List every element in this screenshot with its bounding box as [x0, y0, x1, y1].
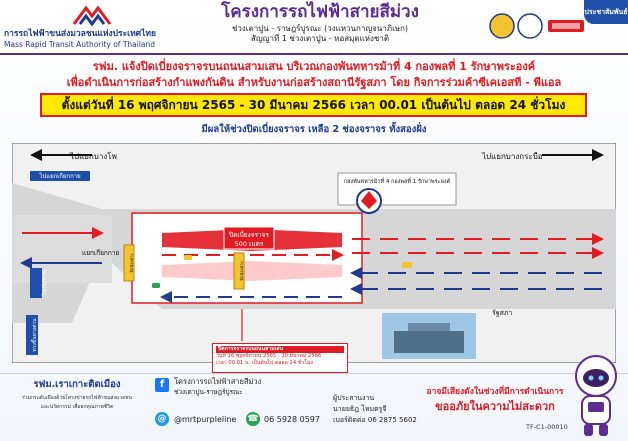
facebook-icon[interactable]: f — [155, 378, 169, 392]
closure-length: 500 เมตร — [235, 240, 264, 248]
notice-line-2: เพื่อดำเนินการก่อสร้างกำแพงกันดิน สำหรับ… — [66, 76, 562, 89]
traffic-map: ไปแยกบางโพ ไปแยกบางกระบือ ปิดเบี่ยงจราจร… — [12, 143, 616, 363]
notice-line-1: รฟม. แจ้งปิดเบี่ยงจราจรบนถนนสามเสน บริเว… — [92, 60, 536, 73]
label-road-bottom: ทางขึ้นทางด่วน — [29, 318, 38, 352]
at-icon[interactable]: @ — [155, 412, 169, 426]
callout-line-2: เวลา 00.01 น. เป็นต้นไป ตลอด 24 ชั่วโมง — [216, 359, 313, 366]
footer-divider — [0, 373, 628, 374]
noise-warning: อาจมีเสียงดังในช่วงที่มีการดำเนินการ — [426, 387, 564, 397]
label-to-bangpho: ไปแยกบางโพ — [69, 151, 117, 161]
footer-tagline-2: และนวัตกรรม เพื่อยกคุณภาพชีวิต — [40, 404, 114, 410]
pillar-label-2: ปิดช่องทาง — [239, 261, 244, 281]
social-handle[interactable]: @mrtpurpleline — [174, 415, 237, 424]
car-icon — [184, 255, 192, 260]
org-name-en: Mass Rapid Transit Authority of Thailand — [4, 40, 156, 49]
footer-slogan: รฟม.เราเกาะติดเมือง — [33, 379, 121, 390]
facebook-page-sub: ช่วงเตาปูน-ราษฎร์บูรณะ — [174, 388, 243, 396]
lane-note: มีผลให้ช่วงปิดเบี่ยงจราจร เหลือ 2 ช่องจร… — [201, 124, 427, 135]
contractor-logos — [489, 13, 584, 39]
project-subtitle-2: สัญญาที่ 1 ช่วงเตาปูน - หอสมุดแห่งชาติ — [250, 34, 390, 43]
coordinator-title: ผู้ประสานงาน — [333, 394, 375, 402]
parliament-label: รัฐสภา — [492, 309, 513, 317]
closure-callout: ปิดการจราจรบนถนนสามเสน วันที่ 16 พฤศจิกา… — [212, 343, 348, 373]
callout-line-1: วันที่ 16 พฤศจิกายน 2565 - 30 มีนาคม 256… — [216, 352, 322, 359]
mascot-icon — [575, 355, 617, 436]
car-icon — [152, 283, 160, 288]
label-road-top: ไปแยกเกียกกาย — [38, 172, 80, 180]
coordinator-phone[interactable]: เบอร์ติดต่อ 06 2875 5602 — [333, 416, 417, 424]
org-name-th: การรถไฟฟ้าขนส่งมวลชนแห่งประเทศไทย — [4, 29, 156, 39]
date-range-banner: ตั้งแต่วันที่ 16 พฤศจิกายน 2565 - 30 มีน… — [40, 93, 587, 117]
pillar-label-1: ปิดช่องทาง — [129, 253, 134, 273]
footer-tagline-1: ร่วมกระตับเมืองด้วยโครงข่ายรถไฟฟ้าขนส่งม… — [22, 395, 132, 401]
car-icon — [402, 262, 412, 268]
facebook-page-name[interactable]: โครงการรถไฟฟ้าสายสีม่วง — [174, 377, 262, 386]
callout-title: ปิดการจราจรบนถนนสามเสน — [216, 346, 344, 353]
header-divider — [0, 53, 628, 55]
phone-icon[interactable]: ☎ — [246, 412, 260, 426]
project-subtitle-1: ช่วงเตาปูน - ราษฎร์บูรณะ (วงแหวนกาญจนาภิ… — [231, 24, 409, 33]
label-road-mid: ไปเกียกกาย — [41, 270, 48, 296]
apology-text: ขออภัยในความไม่สะดวก — [435, 400, 555, 413]
closure-label: ปิดเบี่ยงจราจร — [229, 230, 270, 239]
label-intersection: แยกเกียกกาย — [82, 249, 119, 257]
label-to-bangkrabue: ไปแยกบางกระบือ — [481, 152, 543, 161]
public-relations-tag: ประชาสัมพันธ์ — [584, 0, 628, 24]
phone-number[interactable]: 06 5928 0597 — [264, 415, 320, 424]
document-code: TF-C1-00010 — [526, 423, 568, 431]
army-unit-label: กองพันทหารม้าที่ 4 กองพลที่ 1 รักษาพระอง… — [344, 177, 451, 185]
coordinator-name: นายยธิฎ โหมดรูจี — [333, 405, 387, 413]
mrta-logo-icon — [72, 5, 112, 26]
project-title: โครงการรถไฟฟ้าสายสีม่วง — [221, 2, 419, 22]
